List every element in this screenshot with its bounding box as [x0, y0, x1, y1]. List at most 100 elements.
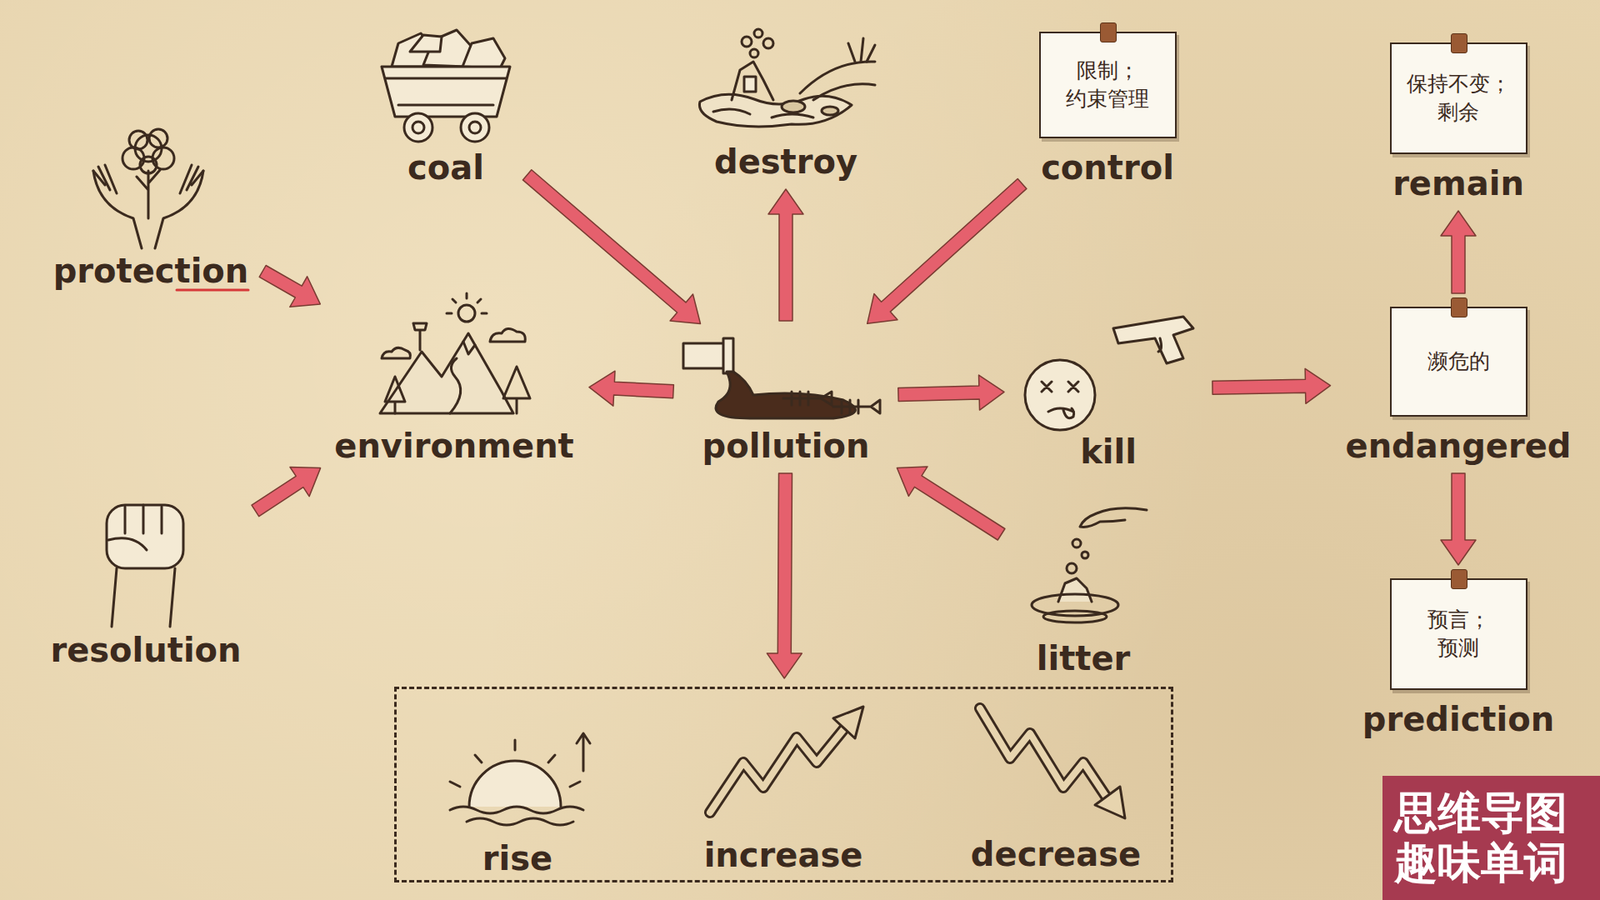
watermark-label: 思维导图 趣味单词 [1394, 788, 1589, 889]
destroyed-shore-part [763, 38, 774, 49]
pipe-and-sludge-part [683, 343, 727, 369]
vocab-word: endangered [1345, 426, 1572, 465]
note-word-node: 保持不变； 剩余 remain [1379, 37, 1538, 203]
hands-with-tree-part [140, 156, 157, 174]
hand-dropping-litter-part [1058, 578, 1092, 602]
landscape-part [503, 366, 530, 414]
note-word-node: 限制； 约束管理 control [1028, 26, 1187, 187]
coal-cart-part [462, 38, 505, 69]
vocab-word: protection [53, 251, 250, 290]
destroyed-shore-part [813, 84, 875, 100]
raised-fist-part [111, 568, 175, 627]
coal-cart-part [381, 66, 510, 117]
note-pin [1450, 569, 1468, 590]
word-node: pollution [681, 329, 890, 465]
note-text: 濒危的 [1401, 347, 1516, 376]
landscape-part [413, 323, 427, 350]
note-text: 限制； 约束管理 [1050, 56, 1165, 114]
coal-cart-part [460, 113, 490, 142]
vocab-word: pollution [702, 426, 870, 465]
pipe-and-sludge-part [783, 391, 832, 405]
vocab-word: resolution [50, 630, 241, 670]
word-node: coal [370, 23, 521, 187]
pipe-and-sludge-part [723, 338, 734, 374]
dead-face-and-gun-part [1025, 360, 1095, 430]
landscape-part [381, 347, 410, 359]
destroyed-shore-part [771, 114, 814, 118]
note-word-node: 濒危的 endangered [1339, 301, 1579, 465]
block-arrow [898, 375, 1005, 410]
hand-dropping-litter [1031, 508, 1147, 623]
sticky-note: 限制； 约束管理 [1039, 31, 1177, 139]
decrease-zigzag-part [980, 708, 1109, 800]
group-box: riseincreasedecrease [394, 686, 1174, 883]
destroyed-shore-part [848, 38, 875, 62]
block-arrow [1440, 473, 1476, 565]
block-arrow [1212, 368, 1331, 404]
vocab-word: kill [1080, 432, 1137, 471]
hand-dropping-litter-part [1066, 563, 1077, 574]
block-arrow [522, 170, 700, 325]
note-text: 保持不变； 剩余 [1401, 70, 1516, 127]
destroyed-shore-part [713, 109, 750, 115]
dead-face-and-gun-part [1048, 408, 1074, 412]
sticky-note: 濒危的 [1390, 306, 1528, 417]
word-node: destroy [690, 16, 882, 181]
rising-sun [450, 733, 590, 825]
landscape-part [385, 376, 405, 414]
watermark-panel: 思维导图 趣味单词 [1382, 775, 1600, 900]
block-arrow [766, 473, 802, 679]
word-node: resolution [43, 495, 249, 670]
vocab-word: remain [1392, 164, 1525, 203]
sticky-note: 预言； 预测 [1390, 578, 1528, 690]
destroyed-shore-part [731, 61, 774, 100]
rising-sun-part [450, 740, 580, 787]
pipe-and-sludge-part [715, 371, 855, 419]
block-arrow [896, 466, 1005, 540]
vocab-word: rise [482, 839, 553, 878]
dead-face-and-gun-part [1158, 338, 1162, 352]
coal-cart-part [404, 113, 433, 142]
destroyed-shore-part [821, 106, 839, 115]
rising-sun-part [469, 760, 561, 807]
hands-with-tree [93, 129, 204, 249]
landscape-part [446, 293, 487, 314]
dead-face-and-gun-part [1113, 316, 1194, 364]
word-node: kill [1012, 308, 1205, 471]
hand-dropping-litter-part [1081, 551, 1089, 559]
word-node: environment [327, 295, 581, 465]
landscape-part [450, 358, 461, 414]
dead-face-and-gun-part [1063, 408, 1075, 419]
note-word-node: 预言； 预测prediction [1355, 573, 1562, 739]
increase-zigzag [710, 706, 864, 813]
hands-with-tree-part [129, 130, 148, 150]
decrease-zigzag-part [1095, 786, 1125, 819]
hands-with-tree-part [155, 170, 204, 249]
pipe-and-sludge-part [833, 400, 880, 414]
word-node: decrease [964, 711, 1149, 874]
landscape-part [463, 341, 475, 355]
block-arrow [768, 189, 804, 321]
hands-with-tree-part [149, 129, 168, 148]
hand-dropping-litter-part [1043, 610, 1107, 623]
hand-dropping-litter-part [1080, 508, 1147, 528]
vocab-word: environment [334, 426, 574, 465]
coal-cart-part [412, 121, 425, 134]
dead-face-and-gun [1025, 316, 1194, 430]
increase-zigzag-part [710, 726, 846, 813]
destroyed-shore [699, 29, 875, 127]
coal-cart-part [469, 121, 481, 134]
word-node: rise [430, 711, 605, 878]
block-arrow [1440, 210, 1476, 294]
sticky-note: 保持不变； 剩余 [1390, 42, 1528, 155]
hands-with-tree-part [93, 170, 142, 249]
destroyed-shore-part [699, 94, 852, 127]
note-pin [1450, 33, 1468, 54]
hands-with-tree-part [93, 165, 117, 194]
raised-fist-part [108, 538, 147, 550]
coal-cart-part [385, 77, 506, 80]
vocab-word: control [1040, 148, 1175, 187]
landscape-part [490, 328, 525, 342]
destroyed-shore-part [781, 100, 805, 113]
